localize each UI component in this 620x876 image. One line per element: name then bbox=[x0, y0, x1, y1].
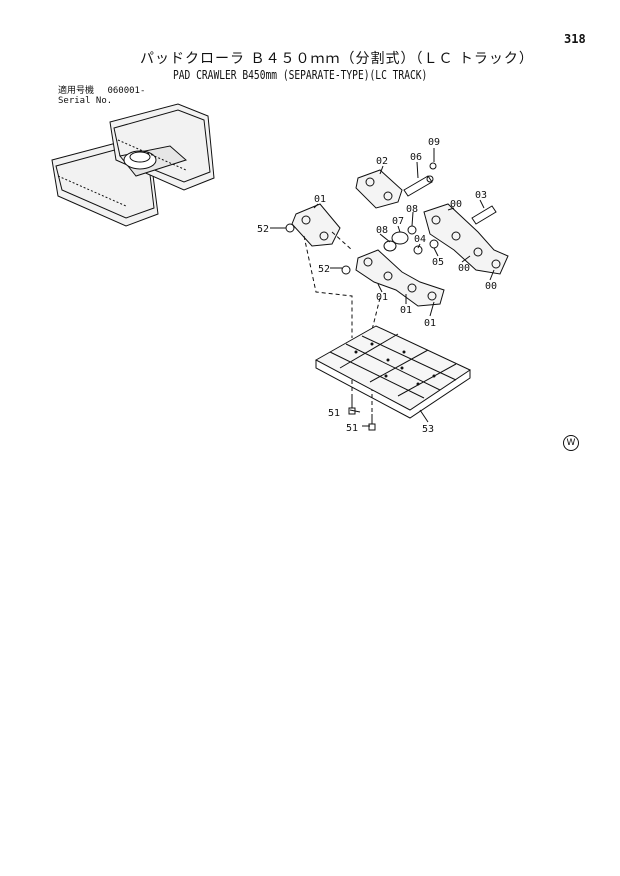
page-number: 318 bbox=[564, 32, 586, 46]
callout-00-a: 00 bbox=[450, 199, 462, 210]
callout-05: 05 bbox=[432, 257, 444, 268]
callout-02: 02 bbox=[376, 156, 388, 167]
callout-51-a: 51 bbox=[328, 408, 340, 419]
nut-52-upper bbox=[285, 223, 295, 233]
pin-03 bbox=[471, 205, 497, 225]
callout-04: 04 bbox=[414, 234, 426, 245]
callout-09: 09 bbox=[428, 137, 440, 148]
bushing-07 bbox=[383, 231, 409, 252]
callout-leaders bbox=[270, 148, 495, 427]
serial-info: 適用号機 060001- Serial No. bbox=[58, 86, 145, 106]
callout-52-b: 52 bbox=[318, 264, 330, 275]
link-00-chain bbox=[423, 203, 509, 275]
serial-label-jp: 適用号機 bbox=[58, 86, 95, 96]
ring-09 bbox=[429, 162, 437, 170]
callout-03: 03 bbox=[475, 190, 487, 201]
undercarriage-thumbnail bbox=[51, 103, 215, 227]
callout-01-d: 01 bbox=[424, 318, 436, 329]
bolt-51-a bbox=[348, 398, 356, 415]
seal-05 bbox=[429, 239, 439, 249]
bolt-51-b bbox=[368, 414, 376, 431]
callout-52-a: 52 bbox=[257, 224, 269, 235]
nut-52-lower bbox=[341, 265, 351, 275]
title-japanese: パッドクローラ Ｂ４５０ｍｍ（分割式）（ＬＣ トラック） bbox=[140, 51, 534, 67]
callout-07: 07 bbox=[392, 216, 404, 227]
callout-01-a: 01 bbox=[314, 194, 326, 205]
callout-08-b: 08 bbox=[376, 225, 388, 236]
link-01-upper bbox=[291, 203, 341, 247]
title-english: PAD CRAWLER B450mm (SEPARATE-TYPE)(LC TR… bbox=[173, 68, 428, 82]
callout-53: 53 bbox=[422, 424, 434, 435]
callout-00-b: 00 bbox=[458, 263, 470, 274]
shoe-pad-53 bbox=[314, 325, 472, 419]
link-01-lower bbox=[355, 249, 445, 307]
serial-label-en: Serial No. bbox=[58, 96, 113, 106]
circled-w-mark: W bbox=[563, 435, 579, 451]
callout-00-c: 00 bbox=[485, 281, 497, 292]
callout-08-a: 08 bbox=[406, 204, 418, 215]
seal-04 bbox=[413, 245, 423, 255]
link-02 bbox=[355, 169, 403, 209]
callout-01-c: 01 bbox=[400, 305, 412, 316]
pin-06 bbox=[403, 175, 434, 197]
seal-08 bbox=[407, 225, 417, 235]
callout-06: 06 bbox=[410, 152, 422, 163]
callout-01-b: 01 bbox=[376, 292, 388, 303]
serial-value: 060001- bbox=[107, 86, 146, 96]
callout-51-b: 51 bbox=[346, 423, 358, 434]
